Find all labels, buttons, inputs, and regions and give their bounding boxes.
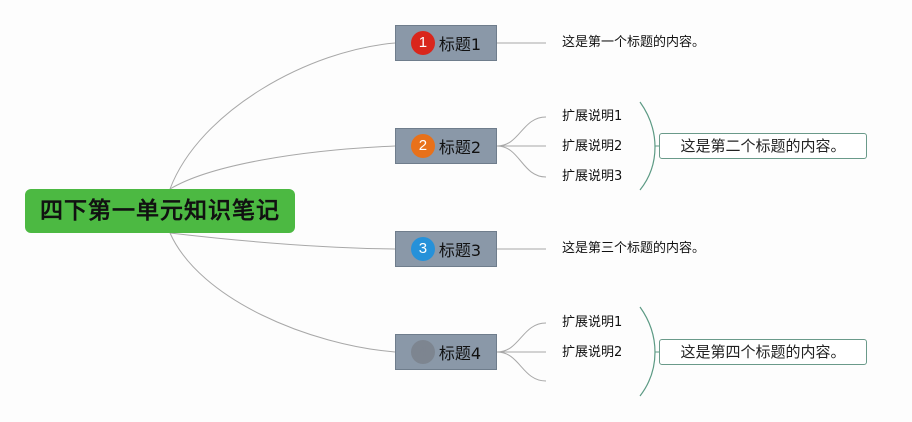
connector-topic4-detail1 [496,322,547,353]
connector-root-topic2 [169,145,396,190]
topic-node-1[interactable]: 1 标题1 [395,25,497,61]
topic2-detail-3[interactable]: 扩展说明3 [562,169,623,184]
connector-root-topic3 [169,232,396,250]
topic-label: 标题1 [438,35,482,54]
connector-root-topic4 [169,232,396,353]
number-badge-icon: 1 [410,31,435,55]
topic-label: 标题2 [438,138,482,157]
topic4-detail-2[interactable]: 扩展说明2 [562,345,623,360]
summary-bracket-topic2 [639,101,656,191]
topic4-summary[interactable]: 这是第四个标题的内容。 [659,339,867,365]
topic-label: 标题3 [438,241,482,260]
topic-node-2[interactable]: 2 标题2 [395,128,497,164]
topic-node-3[interactable]: 3 标题3 [395,231,497,267]
topic2-detail-2[interactable]: 扩展说明2 [562,139,623,154]
topic2-detail-1[interactable]: 扩展说明1 [562,109,623,124]
topic4-detail-1[interactable]: 扩展说明1 [562,315,623,330]
connector-topic2-detail3 [496,145,547,178]
connector-root-topic1 [169,42,396,190]
connector-topic4-detail3 [496,351,547,382]
number-badge-icon: 3 [410,237,435,261]
topic2-summary[interactable]: 这是第二个标题的内容。 [659,133,867,159]
topic-label: 标题4 [438,344,482,363]
topic-node-4[interactable]: 4 标题4 [395,334,497,370]
topic1-content[interactable]: 这是第一个标题的内容。 [562,35,706,50]
root-node[interactable]: 四下第一单元知识笔记 [25,189,295,233]
number-badge-icon: 2 [410,134,435,158]
summary-bracket-topic4 [639,306,656,397]
topic3-content[interactable]: 这是第三个标题的内容。 [562,241,706,256]
number-badge-icon: 4 [410,340,435,364]
connector-topic2-detail1 [496,116,547,147]
